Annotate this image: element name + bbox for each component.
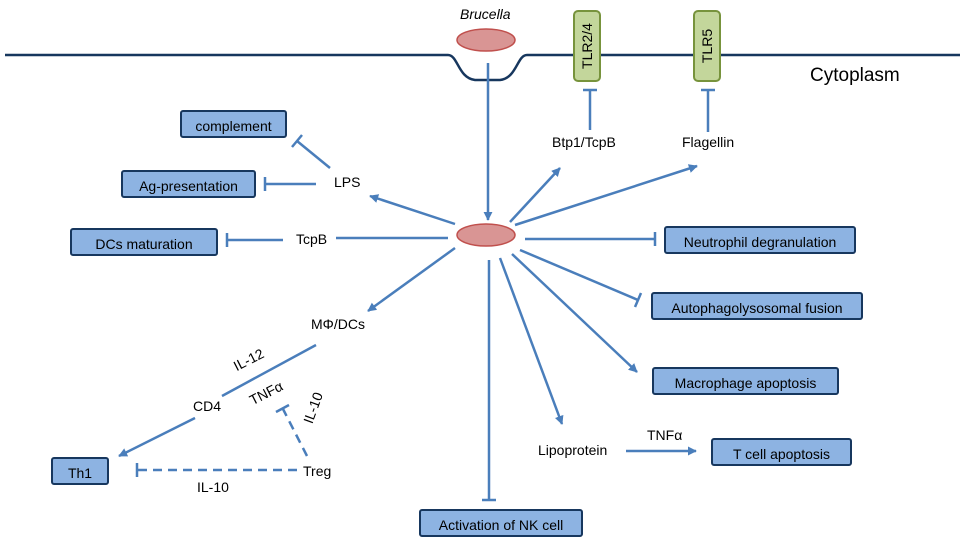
arrow-to-flagellin	[514, 164, 698, 227]
flagellin-label: Flagellin	[682, 134, 735, 150]
il10-lower-label: IL-10	[197, 479, 229, 495]
brucella-outer-ellipse	[456, 28, 516, 52]
inhibit-tnfa-dashed	[281, 408, 309, 457]
line-mdcs-cd4	[221, 343, 317, 398]
tcell-apoptosis-box: T cell apoptosis	[711, 438, 852, 466]
dcs-maturation-box: DCs maturation	[70, 228, 218, 256]
btp1-tcpb-label: Btp1/TcpB	[552, 134, 616, 150]
tlr24-label: TLR2/4	[579, 23, 595, 69]
cd4-label: CD4	[193, 398, 222, 414]
arrow-to-lps	[369, 194, 456, 226]
tlr24-receptor: TLR2/4	[573, 10, 601, 82]
brucella-inner-ellipse	[456, 223, 516, 247]
inhibit-complement	[296, 140, 331, 169]
lipoprotein-label: Lipoprotein	[538, 442, 608, 458]
th1-box: Th1	[51, 457, 109, 485]
mdcs-label: MΦ/DCs	[311, 316, 365, 332]
arrow-to-lipoprotein	[498, 257, 564, 425]
nk-cell-box: Activation of NK cell	[419, 509, 583, 537]
brucella-label: Brucella	[460, 6, 511, 22]
complement-box: complement	[180, 110, 287, 138]
macrophage-apoptosis-box: Macrophage apoptosis	[652, 367, 839, 395]
cytoplasm-label: Cytoplasm	[810, 65, 900, 86]
lps-label: LPS	[334, 174, 361, 190]
neutrophil-box: Neutrophil degranulation	[664, 226, 856, 254]
arrow-cd4-th1	[118, 416, 196, 458]
arrow-to-btp1	[509, 167, 561, 223]
inhibit-autophago	[519, 248, 639, 302]
arrow-to-macrophage	[511, 253, 638, 373]
tlr5-label: TLR5	[699, 28, 715, 64]
tnfa-right-label: TNFα	[647, 427, 683, 443]
tcpb-label: TcpB	[296, 231, 328, 247]
arrow-to-mdcs	[367, 246, 456, 313]
tlr5-receptor: TLR5	[693, 10, 721, 82]
autophago-box: Autophagolysosomal fusion	[651, 292, 863, 320]
treg-label: Treg	[303, 463, 332, 479]
ag-presentation-box: Ag-presentation	[121, 170, 256, 198]
